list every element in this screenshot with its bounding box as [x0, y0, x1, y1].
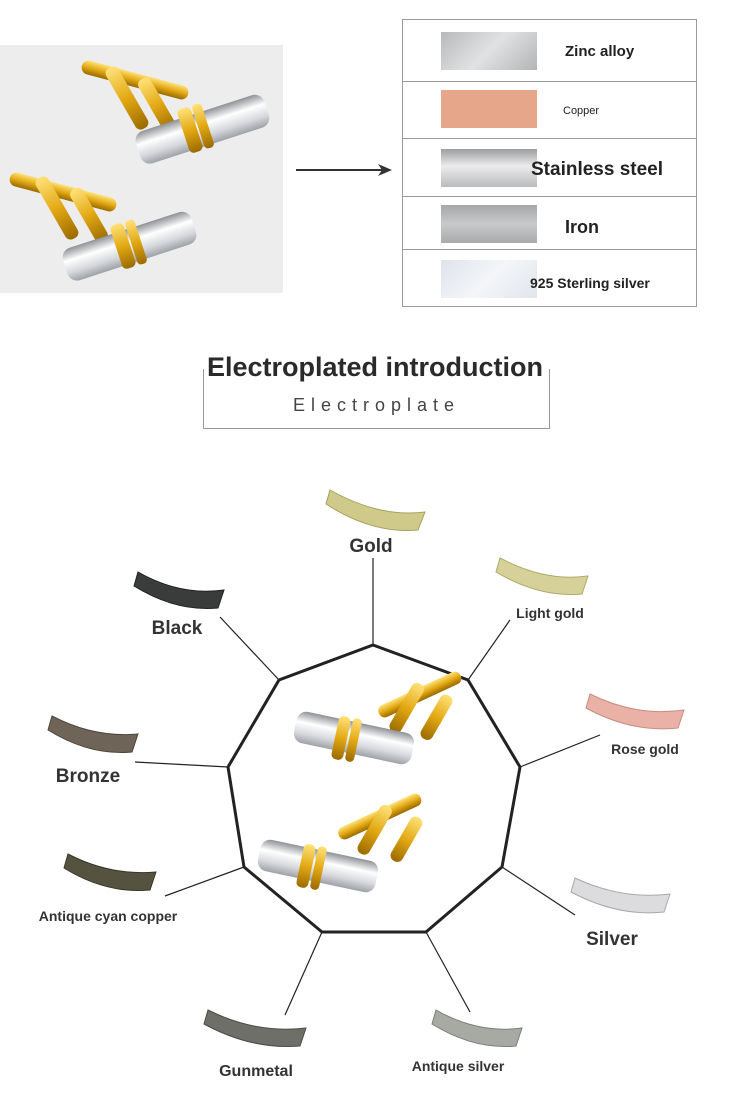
plating-color-wheel: Gold Light gold Rose gold Silver Antique… [39, 489, 685, 1080]
copper-swatch [441, 90, 537, 128]
sterling-silver-swatch [441, 260, 537, 298]
materials-table: Zinc alloy Copper Stainless steel Iron 9… [402, 19, 697, 307]
stainless-steel-swatch [441, 149, 537, 187]
gunmetal-swatch [203, 1009, 307, 1047]
section-title: Electroplated introduction [0, 352, 750, 383]
material-label: 925 Sterling silver [530, 275, 650, 291]
plating-label-light-gold: Light gold [516, 605, 584, 621]
material-row-iron: Iron [403, 196, 696, 249]
material-label: Copper [563, 105, 600, 117]
material-label: Iron [565, 217, 599, 237]
antique-cyan-copper-swatch [63, 853, 157, 891]
section-title-text: Electroplated introduction [204, 352, 545, 382]
connector-lines [134, 558, 601, 1016]
bronze-swatch [47, 715, 139, 753]
plating-labels: Gold Light gold Rose gold Silver Antique… [39, 536, 679, 1080]
plating-label-black: Black [152, 618, 203, 639]
plating-label-antique-silver: Antique silver [412, 1058, 505, 1074]
nonagon-frame [226, 643, 522, 934]
plating-label-gold: Gold [349, 536, 392, 557]
silver-swatch [570, 877, 671, 914]
center-cufflinks [257, 671, 462, 893]
gold-swatch [325, 489, 426, 531]
black-swatch [133, 571, 225, 609]
rose-gold-swatch [585, 693, 685, 730]
material-row-zinc-alloy: Zinc alloy [403, 20, 696, 81]
antique-silver-swatch [431, 1009, 523, 1047]
plating-label-silver: Silver [586, 929, 638, 950]
material-row-copper: Copper [403, 81, 696, 138]
arrow-right-icon [296, 164, 392, 176]
section-subtitle: Electroplate [292, 395, 461, 415]
material-label: Stainless steel [531, 159, 664, 180]
plating-label-antique-cyan-copper: Antique cyan copper [39, 908, 178, 924]
material-label: Zinc alloy [565, 43, 635, 60]
plating-label-rose-gold: Rose gold [611, 741, 679, 757]
iron-swatch [441, 205, 537, 243]
material-row-stainless-steel: Stainless steel [403, 138, 696, 196]
light-gold-swatch [495, 557, 589, 595]
plating-swatches [47, 489, 685, 1047]
plating-label-gunmetal: Gunmetal [219, 1063, 293, 1080]
cufflink-illustration [9, 60, 270, 281]
plating-label-bronze: Bronze [56, 766, 120, 787]
section-title-frame [203, 369, 550, 429]
material-row-sterling-silver: 925 Sterling silver [403, 249, 696, 307]
zinc-alloy-swatch [441, 32, 537, 70]
cufflink-product-photo [0, 45, 283, 293]
